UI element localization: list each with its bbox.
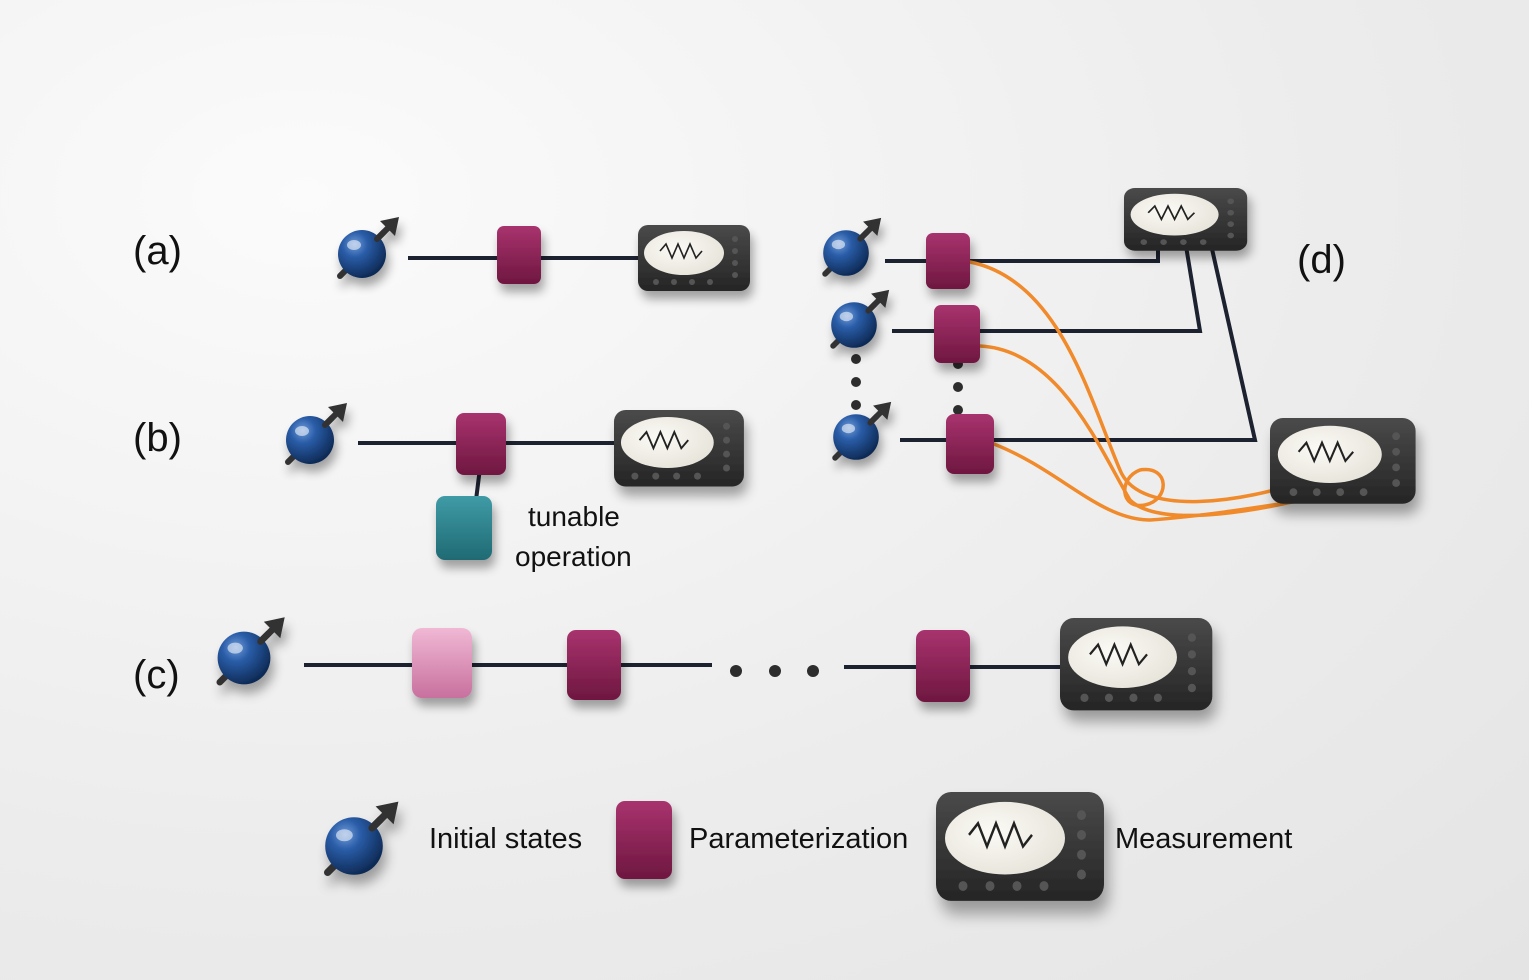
panel-d — [823, 187, 1417, 522]
meter-d-bottom-icon — [1268, 416, 1417, 505]
param-block-a-icon — [497, 226, 541, 284]
legend-measurement: Measurement — [1115, 823, 1292, 855]
param-block-c2-icon — [567, 630, 621, 700]
param-block-d1-icon — [926, 233, 970, 289]
param-block-d2-icon — [934, 305, 980, 363]
ellipsis-dots-d — [851, 354, 963, 415]
meter-d-top-icon — [1123, 187, 1249, 252]
meter-c-icon — [1058, 616, 1214, 712]
qubit-d3-icon — [833, 402, 891, 460]
panel-a — [338, 217, 751, 292]
param-block-c3-icon — [916, 630, 970, 702]
panel-b: tunable operation — [286, 403, 745, 572]
qubit-d2-icon — [831, 290, 889, 348]
legend-meter-icon — [934, 790, 1106, 903]
qubit-d1-icon — [823, 218, 881, 276]
tunable-label-line1: tunable — [528, 501, 620, 532]
tunable-block-icon — [436, 496, 492, 560]
ellipsis-dots-c — [730, 665, 819, 677]
panel-label-a: (a) — [133, 229, 182, 273]
panel-label-c: (c) — [133, 653, 180, 697]
qubit-c-icon — [218, 617, 285, 684]
qubit-a-icon — [338, 217, 399, 278]
legend-param-icon — [616, 801, 672, 879]
param-block-d3-icon — [946, 414, 994, 474]
panel-c — [218, 616, 1214, 712]
legend-qubit-icon — [325, 802, 398, 875]
legend-parameterization: Parameterization — [689, 823, 908, 855]
meter-b-icon — [613, 409, 745, 488]
panel-label-d: (d) — [1297, 238, 1346, 282]
param-block-b-icon — [456, 413, 506, 475]
panel-label-b: (b) — [133, 416, 182, 460]
legend-initial-states: Initial states — [429, 823, 582, 855]
param-block-c1-icon — [412, 628, 472, 698]
qubit-b-icon — [286, 403, 347, 464]
legend: Initial states Parameterization Measurem… — [325, 790, 1292, 903]
meter-a-icon — [637, 224, 751, 292]
tunable-label-line2: operation — [515, 541, 632, 572]
